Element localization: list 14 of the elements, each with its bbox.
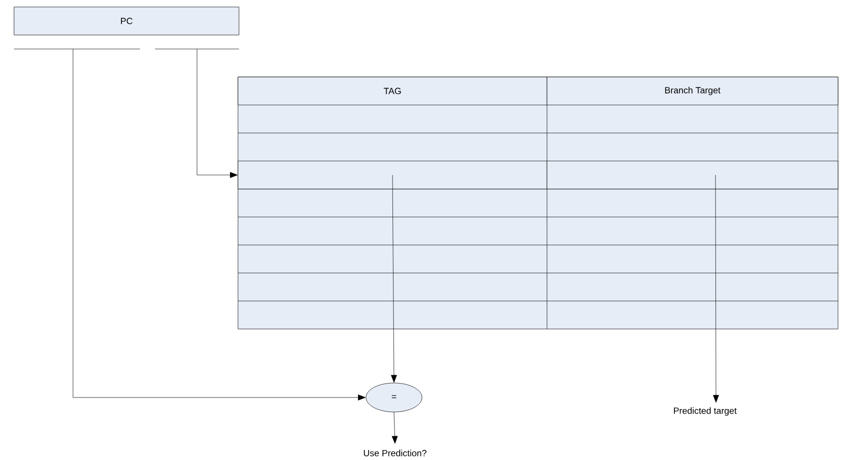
field-line: [14, 48, 140, 50]
arrow: [713, 174, 719, 403]
field-line: [154, 48, 240, 50]
table-cell: [546, 160, 838, 190]
table-cell: [238, 160, 548, 190]
arrow: [392, 412, 398, 444]
output-label: Use Prediction?: [364, 450, 426, 456]
output-label: Predicted target: [674, 407, 737, 416]
arrow: [72, 48, 366, 400]
arrow: [391, 174, 397, 383]
header-cell: TAG: [238, 76, 548, 106]
register-box: PC: [14, 6, 240, 36]
arrow: [196, 48, 238, 178]
header-cell: Branch Target: [546, 76, 838, 106]
